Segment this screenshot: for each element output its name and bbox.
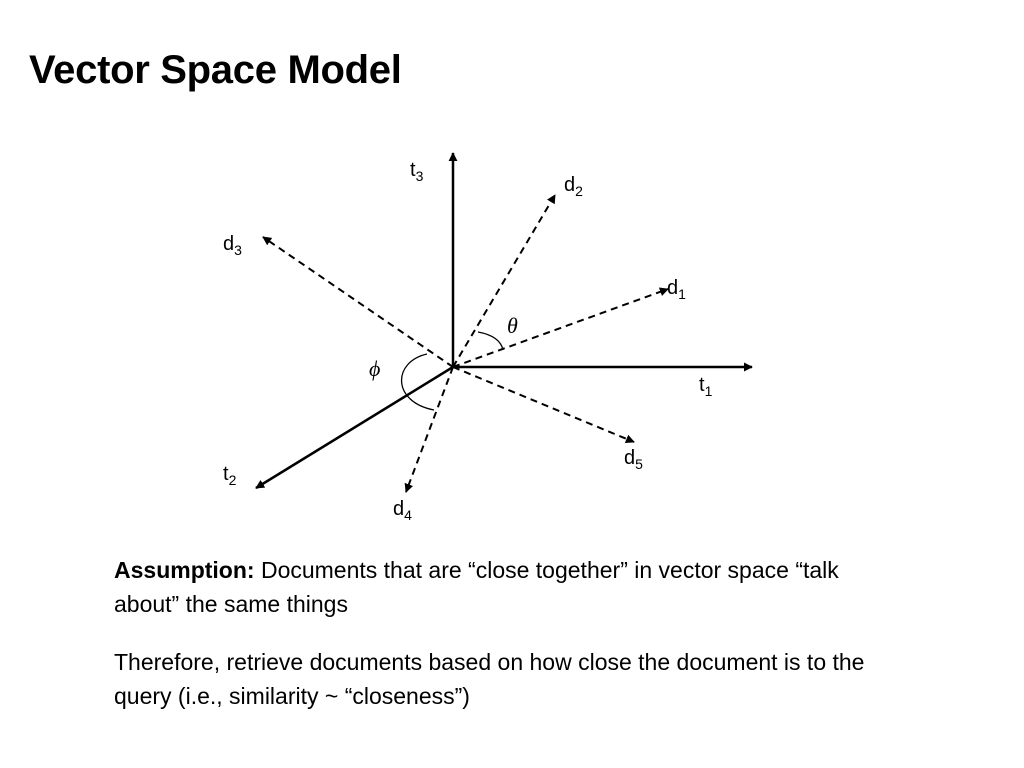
d1-vector bbox=[452, 287, 669, 368]
theta-arc bbox=[477, 331, 504, 351]
t1-label: t1 bbox=[699, 374, 713, 399]
d4-label: d4 bbox=[393, 498, 412, 523]
d2-vector bbox=[452, 194, 556, 368]
t3-label: t3 bbox=[410, 159, 424, 184]
theta-symbol: θ bbox=[507, 313, 518, 338]
d5-label: d5 bbox=[624, 447, 643, 472]
therefore-paragraph: Therefore, retrieve documents based on h… bbox=[114, 649, 865, 709]
d3-vector bbox=[262, 236, 454, 368]
d4-vector bbox=[404, 366, 454, 493]
vector-space-diagram: θ ϕ t3 t1 t2 d1 d2 d3 d4 d5 bbox=[223, 152, 753, 523]
assumption-paragraph: Assumption: Documents that are “close to… bbox=[114, 553, 874, 621]
t2-label: t2 bbox=[223, 463, 237, 488]
slide-title: Vector Space Model bbox=[29, 48, 402, 92]
phi-symbol: ϕ bbox=[369, 356, 380, 381]
phi-arc bbox=[400, 353, 435, 411]
d2-label: d2 bbox=[564, 174, 583, 199]
assumption-text: Documents that are “close together” in v… bbox=[114, 557, 839, 617]
d1-label: d1 bbox=[667, 277, 686, 302]
d3-label: d3 bbox=[223, 233, 242, 258]
assumption-label: Assumption: bbox=[114, 557, 255, 583]
d5-vector bbox=[452, 366, 635, 444]
t2-axis bbox=[255, 365, 454, 490]
